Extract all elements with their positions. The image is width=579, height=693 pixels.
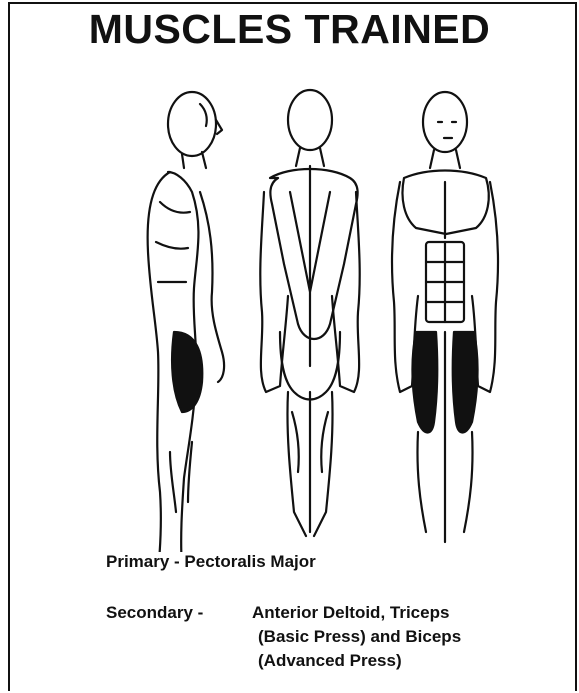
side-view-figure bbox=[148, 92, 224, 552]
page-title: MUSCLES TRAINED bbox=[0, 6, 579, 53]
back-view-figure bbox=[260, 90, 359, 536]
primary-muscle-text: Primary - Pectoralis Major bbox=[106, 552, 316, 572]
secondary-label: Secondary - bbox=[106, 601, 252, 625]
secondary-muscle-text: Secondary -Anterior Deltoid, Triceps (Ba… bbox=[106, 601, 461, 673]
front-thigh-right-highlight bbox=[453, 332, 478, 433]
muscle-figures bbox=[130, 82, 510, 552]
front-view-figure bbox=[392, 92, 498, 542]
side-thigh-highlight bbox=[172, 332, 202, 412]
secondary-line-2: (Basic Press) and Biceps bbox=[106, 625, 461, 649]
secondary-line-3: (Advanced Press) bbox=[106, 649, 461, 673]
front-thigh-left-highlight bbox=[412, 332, 437, 433]
secondary-line-1: Anterior Deltoid, Triceps bbox=[252, 603, 449, 622]
